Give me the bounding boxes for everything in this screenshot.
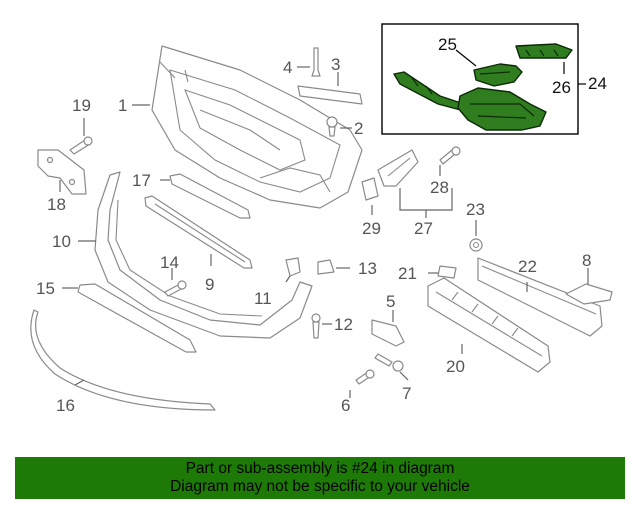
screw-part-12 [311, 313, 321, 339]
lip-molding-part-16 [30, 309, 216, 411]
fog-lamp-bezel-part-24[interactable] [393, 71, 547, 131]
footer-line-1: Part or sub-assembly is #24 in diagram [185, 460, 455, 477]
callout-15: 15 [36, 279, 55, 298]
callout-21: 21 [398, 264, 417, 283]
callout-8: 8 [582, 251, 591, 270]
callout-25: 25 [438, 35, 457, 54]
clip-part-13 [317, 259, 335, 275]
nut-part-7 [374, 353, 404, 372]
callout-20: 20 [446, 357, 465, 376]
callout-29: 29 [362, 219, 381, 238]
inset-box: 25 26 [381, 23, 586, 135]
footer-banner: Part or sub-assembly is #24 in diagram D… [15, 457, 625, 499]
trim-part-25[interactable] [473, 63, 523, 87]
bolt-part-14 [164, 280, 187, 297]
callout-11: 11 [254, 289, 272, 308]
callout-4: 4 [283, 58, 292, 77]
callout-10: 10 [52, 232, 71, 251]
callout-12: 12 [334, 315, 353, 334]
bracket-part-27 [377, 149, 419, 187]
trim-part-26[interactable] [515, 43, 573, 59]
callout-14: 14 [160, 253, 179, 272]
callout-2: 2 [354, 119, 363, 138]
callout-3: 3 [331, 55, 340, 74]
bumper-cover-part-1 [151, 45, 363, 209]
lower-trim-part-15 [77, 283, 197, 353]
molding-part-3 [297, 85, 363, 105]
callout-22: 22 [518, 257, 537, 276]
screw-part-2 [326, 116, 338, 137]
callout-28: 28 [430, 178, 449, 197]
bracket-part-18 [37, 149, 87, 195]
clip-part-11 [285, 257, 301, 277]
callout-5: 5 [386, 292, 395, 311]
callout-1: 1 [118, 96, 127, 115]
callout-24: 24 [588, 74, 607, 93]
callout-27: 27 [414, 219, 433, 238]
clip-part-29 [361, 177, 379, 201]
callout-23: 23 [466, 200, 485, 219]
callout-16: 16 [56, 396, 75, 415]
footer-line-2: Diagram may not be specific to your vehi… [170, 478, 470, 495]
bolt-part-19 [69, 136, 93, 155]
bracket-part-5 [371, 319, 405, 347]
callout-6: 6 [341, 396, 350, 415]
callout-19: 19 [72, 96, 91, 115]
absorber-part-17 [169, 173, 251, 219]
pad-part-21 [437, 265, 457, 279]
callout-18: 18 [47, 195, 66, 214]
lower-cover-part-10 [94, 171, 313, 339]
callout-9: 9 [205, 275, 214, 294]
screw-part-28 [439, 146, 461, 165]
callout-26: 26 [552, 78, 571, 97]
reinforcement-part-20 [427, 277, 551, 373]
bolt-part-6 [355, 369, 375, 385]
callout-13: 13 [358, 259, 377, 278]
clip-part-4 [311, 47, 321, 77]
callout-17: 17 [132, 171, 151, 190]
callout-7: 7 [402, 384, 411, 403]
nut-part-23 [469, 238, 483, 252]
bracket-part-8 [565, 283, 613, 305]
lower-grille-part-9 [144, 195, 253, 269]
